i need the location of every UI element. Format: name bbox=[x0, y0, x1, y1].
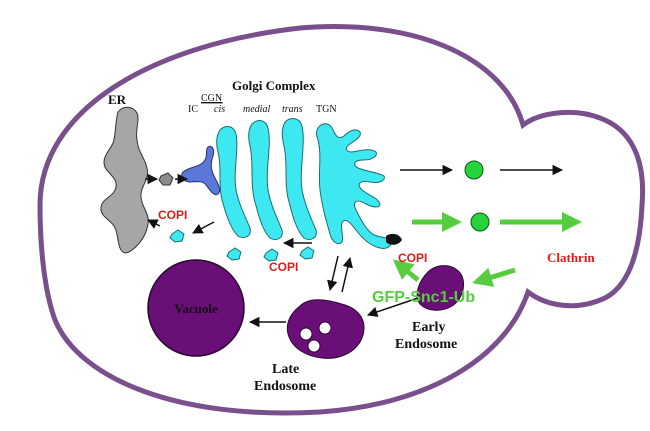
golgi-cisterna-trans bbox=[281, 118, 317, 241]
vacuole bbox=[147, 259, 245, 357]
golgi-vesicle-4 bbox=[299, 246, 315, 260]
label-golgi-complex: Golgi Complex bbox=[232, 78, 316, 93]
golgi-cisterna-medial bbox=[248, 120, 283, 241]
secretory-vesicle-black-path bbox=[464, 160, 484, 180]
label-vacuole: Vacuole bbox=[174, 301, 218, 316]
green-arrow-early-endosome-to-tgn bbox=[392, 259, 420, 282]
label-early-endosome-line2: Endosome bbox=[395, 337, 457, 352]
er-shape bbox=[100, 106, 149, 254]
label-trans: trans bbox=[282, 104, 303, 115]
golgi-vesicle-1 bbox=[169, 229, 185, 243]
late-endosome-vesicle-3 bbox=[307, 339, 321, 353]
golgi-vesicle-2 bbox=[226, 247, 242, 261]
label-copi-left: COPI bbox=[158, 208, 187, 222]
arrow-golgi-to-vesicle-copi bbox=[192, 221, 215, 234]
arrow-copi-to-er bbox=[147, 219, 161, 229]
golgi-tgn bbox=[316, 123, 392, 249]
label-tgn: TGN bbox=[316, 104, 337, 115]
label-late-endosome-line2: Endosome bbox=[254, 379, 316, 394]
late-endosome-vesicle-2 bbox=[299, 327, 313, 341]
label-ic: IC bbox=[188, 104, 198, 115]
arrow-early-to-late-endosome bbox=[367, 297, 419, 317]
label-late-endosome-line1: Late bbox=[272, 362, 299, 377]
label-medial: medial bbox=[243, 104, 270, 115]
label-cgn: CGN bbox=[201, 93, 222, 104]
arrow-tgn-to-late-endosome bbox=[327, 255, 339, 292]
cgn-shape bbox=[181, 145, 221, 196]
label-clathrin: Clathrin bbox=[547, 250, 595, 265]
tgn-dark-tip bbox=[386, 233, 402, 245]
label-er: ER bbox=[108, 92, 127, 107]
arrow-late-endosome-to-tgn bbox=[341, 256, 353, 293]
label-cis: cis bbox=[214, 104, 225, 115]
label-early-endosome-line1: Early bbox=[412, 320, 445, 335]
secretory-vesicle-green-path bbox=[470, 212, 490, 232]
late-endosome-vesicle-1 bbox=[318, 321, 332, 335]
er-vesicle bbox=[158, 172, 174, 186]
early-endosome bbox=[416, 265, 465, 311]
label-copi-bottom: COPI bbox=[269, 260, 298, 274]
golgi-vesicle-3 bbox=[263, 248, 279, 262]
label-gfp-snc1-ub: GFP-Snc1-Ub bbox=[372, 289, 475, 306]
green-arrow-endocytosis bbox=[472, 267, 516, 287]
golgi-cisterna-cis bbox=[216, 126, 251, 239]
label-copi-right: COPI bbox=[398, 251, 427, 265]
